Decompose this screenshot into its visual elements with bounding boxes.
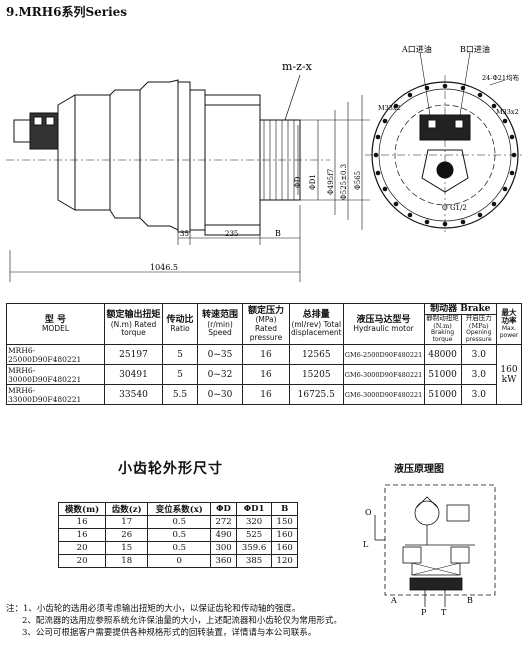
table-row: MRH6-30000D90F480221 30491 5 0~32 16 152… xyxy=(6,364,522,386)
m33-left: M33x2 xyxy=(378,104,401,112)
g-port-label: O G1/2 xyxy=(442,204,467,212)
valve-block xyxy=(29,112,59,150)
hyd-label-l: L xyxy=(363,540,369,549)
dim-495: Φ495f7 xyxy=(327,169,335,195)
holes-label: 24-Φ21均布 xyxy=(482,73,520,82)
port-b-label: B口进油 xyxy=(460,44,490,54)
dim-35: 35 xyxy=(180,230,189,238)
bolt-holes xyxy=(373,83,517,227)
hyd-label-b: B xyxy=(467,596,473,605)
dim-total: 1046.5 xyxy=(150,263,178,272)
page-title: 9.MRH6系列Series xyxy=(6,5,128,19)
hyd-label-p: P xyxy=(421,608,427,615)
reducer-housing xyxy=(204,94,261,236)
flange xyxy=(177,81,191,233)
hyd-label-a: A xyxy=(390,596,397,605)
note-3: 3、公司可根据客户需要提供各种规格形式的回转装置，详情请与本公司联系。 xyxy=(22,628,317,638)
mzx-label: m-z-x xyxy=(282,60,313,73)
technical-drawing: m-z-x ΦD ΦD1 Φ495f7 Φ525±0.3 Φ565 1046.5… xyxy=(6,44,525,282)
hydraulic-title: 液压原理图 xyxy=(394,464,444,475)
dim-b: B xyxy=(275,229,281,238)
note-1: 注：1、小齿轮的选用必须考虑输出扭矩的大小，以保证齿轮和传动轴的强度。 xyxy=(6,604,301,614)
dim-d1: ΦD1 xyxy=(309,174,317,190)
end-view xyxy=(365,75,525,235)
hyd-label-o: O xyxy=(365,508,372,517)
hyd-label-t: T xyxy=(441,608,447,615)
hydraulic-schematic: O L A B P T xyxy=(363,484,496,615)
dim-525: Φ525±0.3 xyxy=(340,164,348,200)
table-row: MRH6-25000D90F480221 25197 5 0~35 16 125… xyxy=(6,344,522,406)
gear-section-title: 小齿轮外形尺寸 xyxy=(118,461,223,477)
dim-565: Φ565 xyxy=(354,171,362,190)
max-power-cell: 160 kW xyxy=(496,344,522,406)
port-a-label: A口进油 xyxy=(401,44,432,54)
m33-right: M33x2 xyxy=(496,108,519,116)
notes: 注：1、小齿轮的选用必须考虑输出扭矩的大小，以保证齿轮和传动轴的强度。 2、配流… xyxy=(6,603,342,639)
motor-body xyxy=(57,79,179,231)
table-row: MRH6-33000D90F480221 33540 5.5 0~30 16 1… xyxy=(6,384,522,406)
note-2: 2、配流器的选用应参照系统允许保油量的大小，上述配流器和小齿轮仅为常用形式。 xyxy=(22,616,342,626)
gear-header-row: 模数(m) 齿数(z) 变位系数(x) ΦD ΦD1 B xyxy=(57,502,298,516)
dim-235: 235 xyxy=(225,230,238,238)
dim-d: ΦD xyxy=(294,176,302,188)
